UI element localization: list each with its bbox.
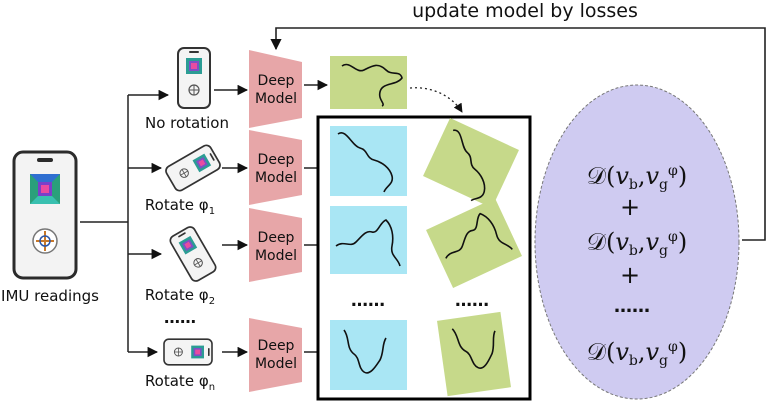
trajectory-green-3 [437, 311, 511, 397]
source-label: IMU readings [1, 287, 99, 305]
trajectory-blue-3 [330, 320, 407, 390]
loss-term-2: 𝒟(vb,vgφ) [587, 228, 687, 259]
phone-rotate-1-icon [163, 142, 223, 194]
trajectory-blue-1 [330, 126, 407, 196]
branch-label-1: Rotate φ1 [145, 196, 215, 217]
svg-text:Model: Model [255, 356, 297, 372]
deep-model-3: Deep Model [249, 318, 302, 392]
branch-label-3: …… [164, 308, 196, 327]
deep-model-2: Deep Model [249, 208, 302, 282]
feedback-arrow [270, 27, 766, 241]
trajectory-blue-path-2 [335, 219, 401, 267]
branch-label-4: Rotate φn [145, 372, 215, 393]
plus-1: + [620, 193, 640, 221]
phone-no-rotation-icon [177, 47, 211, 109]
loss-term-1: 𝒟(vb,vgφ) [587, 162, 687, 193]
phone-rotate-2-icon [167, 224, 219, 284]
loss-ellipsis: …… [614, 296, 650, 317]
branch-label-2: Rotate φ2 [145, 286, 215, 307]
svg-text:Deep: Deep [258, 152, 295, 168]
svg-text:Model: Model [255, 248, 297, 264]
svg-text:Deep: Deep [258, 73, 295, 89]
trajectory-blue-2 [330, 206, 407, 274]
svg-text:Deep: Deep [258, 230, 295, 246]
trajectory-blue-path-1 [337, 132, 394, 193]
top-label: update model by losses [412, 0, 638, 22]
plus-2: + [620, 261, 640, 289]
alignment-arrow [409, 87, 463, 113]
svg-text:Deep: Deep [258, 338, 295, 354]
phone-rotate-n-icon [163, 338, 213, 366]
ellipsis-blue: …… [351, 291, 385, 311]
deep-model-0: Deep Model [249, 50, 302, 128]
deep-model-1: Deep Model [249, 130, 302, 205]
trajectory-blue-path-3 [343, 329, 387, 374]
trajectory-green-1 [423, 117, 519, 209]
trajectory-path-0 [341, 63, 403, 107]
svg-text:Model: Model [255, 91, 297, 107]
loss-term-3: 𝒟(vb,vgφ) [587, 338, 687, 369]
trajectory-green-2 [426, 197, 522, 289]
source-phone-icon [12, 150, 78, 280]
svg-text:Model: Model [255, 170, 297, 186]
branch-trunk [80, 95, 129, 352]
branch-label-0: No rotation [145, 114, 229, 132]
ellipsis-green: …… [455, 291, 489, 311]
loss-ellipse [534, 84, 740, 400]
